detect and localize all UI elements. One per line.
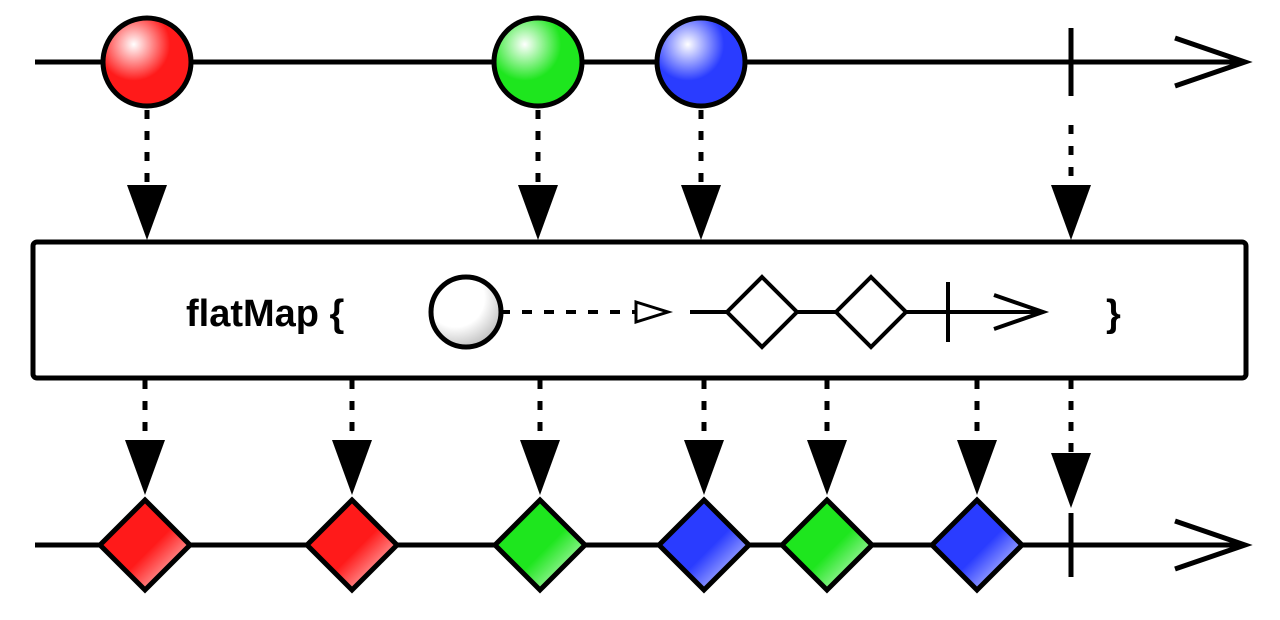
- lower-arrow-3-head: [684, 440, 724, 495]
- operator-box: flatMap { }: [30, 239, 1249, 381]
- inner-source-marble: [428, 274, 504, 350]
- lower-arrow-4-head: [807, 440, 847, 495]
- source-timeline-arrowhead: [1174, 35, 1253, 89]
- result-diamond-green: [491, 496, 589, 594]
- inner-timeline-arrowhead: [993, 293, 1050, 331]
- lower-arrow-5-head: [957, 440, 997, 495]
- result-timeline-arrowhead: [1174, 518, 1253, 572]
- operator-label: flatMap {: [186, 293, 344, 335]
- upper-arrows: [127, 110, 1091, 240]
- lower-arrow-1-head: [332, 440, 372, 495]
- source-marble-blue: [654, 15, 748, 109]
- lower-arrow-0-head: [125, 440, 165, 495]
- inner-result-diamond: [833, 274, 909, 350]
- result-diamond-red: [96, 496, 194, 594]
- upper-arrow-0-head: [127, 185, 167, 240]
- lower-arrows: [125, 380, 1091, 508]
- result-diamond-green: [778, 496, 876, 594]
- result-diamond-blue: [655, 496, 753, 594]
- inner-mapping-legend: [428, 274, 1050, 350]
- source-timeline: [35, 15, 1253, 109]
- source-marble-red: [100, 15, 194, 109]
- source-events: [100, 15, 1074, 109]
- result-timeline: [35, 496, 1253, 594]
- result-events: [96, 496, 1074, 594]
- lower-arrow-2-head: [520, 440, 560, 495]
- result-diamond-red: [303, 496, 401, 594]
- operator-closing-brace: }: [1106, 293, 1121, 335]
- result-diamond-blue: [928, 496, 1026, 594]
- lower-arrow-6-head: [1051, 453, 1091, 508]
- upper-arrow-2-head: [681, 185, 721, 240]
- upper-arrow-1-head: [518, 185, 558, 240]
- inner-open-arrowhead: [634, 299, 674, 325]
- inner-result-diamond: [724, 274, 800, 350]
- upper-arrow-3-head: [1051, 185, 1091, 240]
- source-marble-green: [491, 15, 585, 109]
